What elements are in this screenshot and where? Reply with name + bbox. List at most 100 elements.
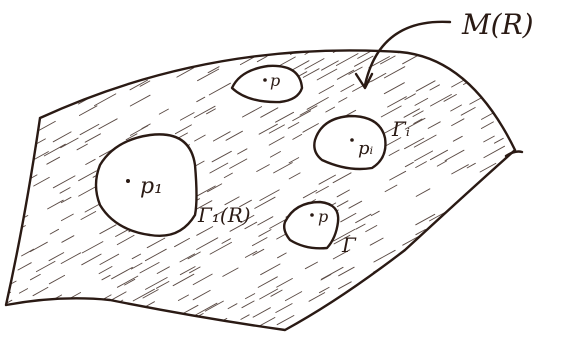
hatch-stroke (528, 85, 547, 95)
hatch-stroke (511, 68, 526, 77)
hatch-stroke (525, 295, 536, 301)
label-boundary-i: Γᵢ (391, 117, 410, 141)
hatch-stroke (102, 41, 116, 49)
hatch-stroke (145, 249, 166, 261)
hatch-stroke (157, 267, 169, 274)
hatch-stroke (307, 320, 320, 327)
hatch-stroke (321, 275, 331, 281)
label-boundary-1: Γ₁(R) (197, 203, 251, 227)
hatch-stroke (509, 202, 519, 207)
hatch-stroke (277, 279, 293, 288)
hatch-stroke (412, 252, 428, 261)
hatch-stroke (0, 343, 8, 348)
hatch-stroke (447, 53, 469, 65)
hatch-stroke (528, 227, 545, 236)
hatch-stroke (36, 261, 55, 271)
hatch-stroke (417, 293, 428, 299)
hatch-stroke (49, 275, 64, 283)
hatch-stroke (276, 112, 294, 122)
hatch-stroke (448, 251, 457, 256)
hatch-stroke (127, 41, 149, 53)
hatch-stroke (288, 123, 299, 129)
hatch-stroke (224, 173, 232, 178)
hatch-stroke (414, 119, 422, 124)
hatch-stroke (117, 235, 134, 244)
hatch-stroke (498, 56, 518, 67)
hatch-stroke (452, 80, 466, 88)
hatch-stroke (180, 254, 195, 262)
hatch-stroke (195, 303, 217, 315)
hatch-stroke (478, 59, 490, 66)
hatch-stroke (498, 281, 509, 287)
hatch-stroke (261, 108, 278, 118)
hatch-stroke (434, 44, 443, 49)
hatch-stroke (289, 173, 300, 179)
hatch-stroke (238, 149, 247, 154)
hatch-stroke (544, 268, 566, 280)
hatch-stroke (340, 306, 349, 311)
hatch-stroke (517, 345, 528, 349)
hatch-stroke (1, 41, 21, 52)
hatch-stroke (406, 301, 425, 311)
hatch-stroke (564, 201, 575, 209)
hatch-stroke (22, 249, 34, 256)
hatch-stroke (212, 151, 231, 162)
hatch-stroke (16, 98, 26, 104)
hatch-stroke (134, 332, 147, 339)
hatch-stroke (158, 345, 171, 349)
hatch-stroke (15, 226, 26, 232)
hatch-stroke (499, 82, 508, 87)
hatch-stroke (102, 275, 110, 280)
hatch-stroke (30, 242, 47, 251)
hatch-stroke (449, 47, 465, 56)
hatch-stroke (533, 342, 548, 349)
hatch-stroke (147, 56, 168, 68)
hatch-stroke (77, 327, 90, 334)
point-top (263, 78, 267, 82)
hatch-stroke (452, 230, 467, 238)
hole-pi (314, 116, 385, 169)
hatch-stroke (530, 251, 539, 256)
hatch-stroke (252, 238, 267, 246)
hatch-stroke (44, 144, 65, 156)
hatch-stroke (385, 185, 397, 192)
hatch-stroke (275, 333, 287, 340)
hatch-stroke (259, 230, 271, 237)
hatch-stroke (369, 292, 385, 301)
hatch-stroke (69, 327, 78, 332)
hatch-stroke (16, 42, 35, 52)
hatch-stroke (532, 148, 542, 153)
hatch-stroke (339, 282, 352, 289)
hatch-stroke (61, 138, 79, 148)
hatch-stroke (388, 265, 406, 275)
hatch-stroke (386, 314, 402, 323)
hatch-stroke (144, 346, 156, 349)
hatch-stroke (356, 224, 365, 229)
hatch-stroke (79, 106, 97, 116)
hatch-stroke (274, 163, 293, 173)
hatch-stroke (512, 314, 521, 319)
hatch-stroke (341, 213, 356, 221)
hatch-stroke (29, 44, 40, 50)
hatch-stroke (85, 134, 100, 142)
hatch-stroke (549, 58, 558, 63)
hatch-stroke (0, 119, 4, 131)
hatch-stroke (333, 173, 351, 183)
hatch-stroke (258, 277, 277, 288)
hatch-stroke (205, 301, 223, 311)
hatch-stroke (303, 190, 316, 197)
hatch-stroke (285, 292, 301, 301)
hatch-stroke (445, 291, 455, 297)
hatch-stroke (531, 170, 546, 178)
hatch-stroke (94, 340, 107, 347)
hatch-stroke (333, 332, 346, 339)
hatch-stroke (49, 70, 70, 81)
hole-bottom (284, 202, 338, 248)
hatch-stroke (269, 40, 283, 48)
hatch-stroke (323, 319, 341, 329)
hatch-stroke (430, 85, 440, 90)
hatch-stroke (271, 290, 282, 296)
hatch-stroke (422, 278, 433, 284)
hatch-stroke (190, 47, 205, 55)
hatch-stroke (178, 295, 188, 301)
